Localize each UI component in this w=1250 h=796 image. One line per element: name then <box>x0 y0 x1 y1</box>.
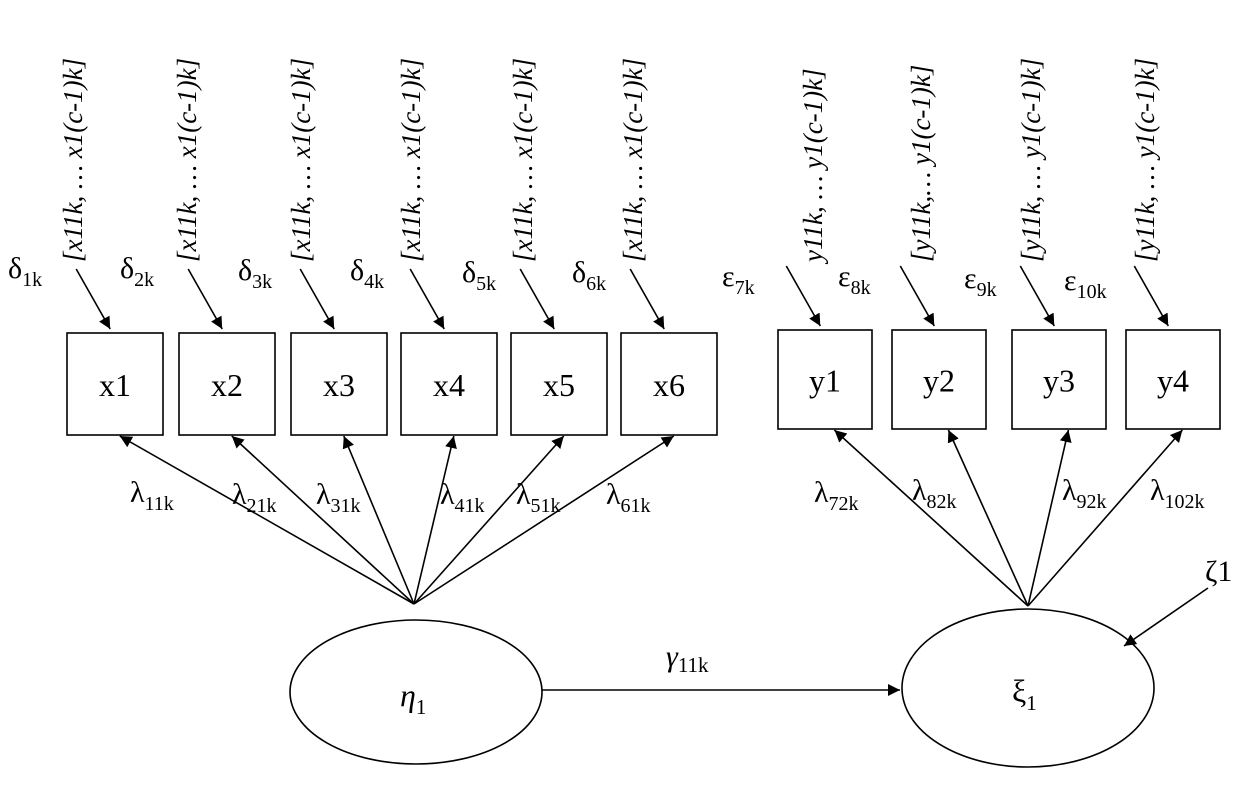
indicator-box-x3 <box>290 332 388 436</box>
error-label-y2: ε8k <box>838 260 871 299</box>
error-label-x4: δ4k <box>350 254 384 293</box>
indicator-label-x4: x4 <box>433 367 465 403</box>
threshold-label-y3: [y11k, … y1(c-1)k] <box>1016 58 1046 262</box>
zeta-disturbance-arrow <box>1123 587 1209 647</box>
loading-arrow-y2 <box>947 429 1029 607</box>
threshold-label-y1: y11k, … y1(c-1)k] <box>798 68 828 265</box>
indicator-box-x6 <box>620 332 718 436</box>
indicator-label-x1: x1 <box>99 367 131 403</box>
loading-label-y4: λ102k <box>1150 474 1205 513</box>
error-arrow-y1 <box>785 265 821 327</box>
threshold-label-x5: [x11k, … x1(c-1)k] <box>508 58 538 262</box>
indicator-label-x2: x2 <box>211 367 243 403</box>
threshold-label-x1: [x11k, … x1(c-1)k] <box>58 58 88 262</box>
indicator-box-x1 <box>66 332 164 436</box>
indicator-box-y4 <box>1125 329 1221 430</box>
indicator-box-x5 <box>510 332 608 436</box>
indicator-box-y1 <box>777 329 873 430</box>
loading-label-x5: λ51k <box>516 478 561 517</box>
threshold-label-y4: [y11k, … y1(c-1)k] <box>1130 58 1160 262</box>
error-label-x6: δ6k <box>572 256 606 295</box>
threshold-label-x2: [x11k, … x1(c-1)k] <box>172 58 202 262</box>
error-label-y3: ε9k <box>964 262 997 301</box>
indicator-box-y3 <box>1011 329 1107 430</box>
indicator-label-x3: x3 <box>323 367 355 403</box>
indicator-label-x5: x5 <box>543 367 575 403</box>
indicator-group: x1 λ11k δ1k [x11k, … x1(c-1)k] x2 λ21k δ2k [x11… <box>8 58 1221 607</box>
error-arrow-x4 <box>409 268 445 330</box>
latent-eta-label: η1 <box>400 677 426 719</box>
loading-label-x1: λ11k <box>130 476 174 515</box>
error-arrow-y2 <box>899 265 935 327</box>
threshold-label-x6: [x11k, … x1(c-1)k] <box>618 58 648 262</box>
error-label-x2: δ2k <box>120 252 154 291</box>
error-label-y4: ε10k <box>1064 264 1107 303</box>
latent-xi-label: ξ1 <box>1012 673 1037 715</box>
gamma-path-label: γ11k <box>666 640 709 677</box>
indicator-label-y3: y3 <box>1043 363 1075 399</box>
error-arrow-y3 <box>1019 265 1055 327</box>
indicator-box-y2 <box>891 329 987 430</box>
loading-label-x6: λ61k <box>606 478 651 517</box>
loading-label-x2: λ21k <box>232 478 277 517</box>
threshold-label-y2: [y11k,… y1(c-1)k] <box>906 65 936 262</box>
threshold-label-x4: [x11k, … x1(c-1)k] <box>396 58 426 262</box>
loading-label-y3: λ92k <box>1062 474 1107 513</box>
error-label-x3: δ3k <box>238 254 272 293</box>
loading-label-y1: λ72k <box>814 476 859 515</box>
loading-arrow-y1 <box>833 429 1029 607</box>
error-label-y1: ε7k <box>722 260 755 299</box>
error-arrow-x2 <box>187 268 223 330</box>
loading-arrow-x6 <box>413 435 675 605</box>
error-label-x1: δ1k <box>8 252 42 291</box>
threshold-label-x3: [x11k, … x1(c-1)k] <box>286 58 316 262</box>
error-label-x5: δ5k <box>462 256 496 295</box>
indicator-label-y4: y4 <box>1157 363 1189 399</box>
indicator-box-x2 <box>178 332 276 436</box>
latent-eta-ellipse <box>289 619 543 765</box>
loading-label-x3: λ31k <box>316 478 361 517</box>
error-arrow-x5 <box>519 268 555 330</box>
loading-arrow-x1 <box>119 435 415 605</box>
indicator-label-y2: y2 <box>923 363 955 399</box>
error-arrow-x1 <box>75 268 111 330</box>
loading-arrow-x4 <box>413 435 457 605</box>
error-arrow-x3 <box>299 268 335 330</box>
zeta-label: ζ1 <box>1205 555 1232 588</box>
loading-arrow-y4 <box>1027 429 1184 607</box>
loading-label-x4: λ41k <box>440 478 485 517</box>
loading-arrow-x5 <box>413 435 565 605</box>
error-arrow-y4 <box>1133 265 1169 327</box>
loading-label-y2: λ82k <box>912 474 957 513</box>
latent-xi-ellipse <box>901 608 1155 768</box>
loading-arrow-x3 <box>342 435 415 605</box>
indicator-box-x4 <box>400 332 498 436</box>
loading-arrow-x2 <box>231 435 415 605</box>
loading-arrow-y3 <box>1027 429 1072 607</box>
indicator-label-x6: x6 <box>653 367 685 403</box>
error-arrow-x6 <box>629 268 665 330</box>
indicator-label-y1: y1 <box>809 363 841 399</box>
